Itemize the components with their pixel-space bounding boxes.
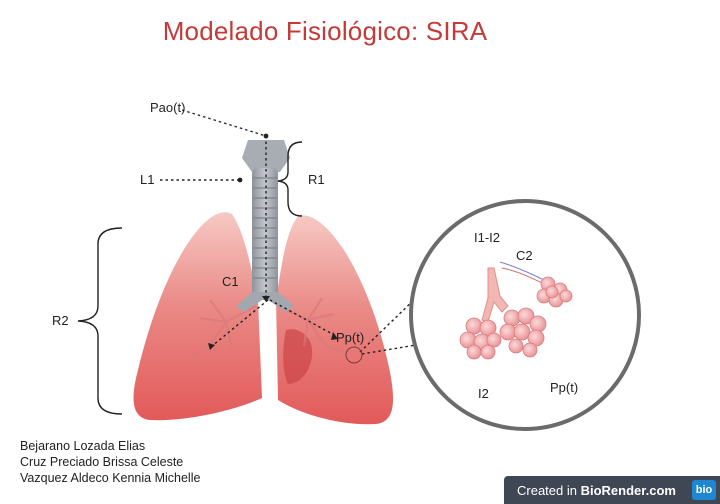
brace-r1	[277, 141, 303, 217]
badge-prefix: Created in	[517, 482, 581, 498]
author-name: Vazquez Aldeco Kennia Michelle	[20, 471, 201, 485]
right-lung	[276, 215, 394, 425]
left-lung	[133, 212, 262, 421]
alveoli-cluster-left	[459, 317, 502, 360]
trachea-rings	[253, 177, 277, 279]
main-bronchi	[236, 292, 294, 312]
label-c1: C1	[222, 274, 239, 289]
label-pp-zoom: Pp(t)	[550, 380, 578, 395]
biorender-badge[interactable]: Created in BioRender.com bio	[504, 476, 720, 504]
pp-sample-circle	[345, 346, 363, 364]
label-pao: Pao(t)	[150, 100, 185, 115]
label-c2: C2	[516, 248, 533, 263]
label-r2: R2	[52, 313, 69, 328]
badge-brand: BioRender.com	[580, 482, 676, 498]
diagram-title: Modelado Fisiológico: SIRA	[162, 16, 488, 46]
trachea	[252, 168, 278, 296]
label-i1-i2: I1-I2	[474, 230, 500, 245]
bronchial-tree	[189, 297, 347, 358]
bronchiole	[481, 267, 509, 323]
label-i2: I2	[478, 386, 489, 401]
larynx	[242, 140, 290, 172]
author-name: Cruz Preciado Brissa Celeste	[20, 455, 184, 469]
author-list: Bejarano Lozada Elias Cruz Preciado Bris…	[20, 438, 200, 486]
label-l1: L1	[140, 172, 154, 187]
label-pp-main: Pp(t)	[336, 330, 364, 345]
brace-r2	[77, 227, 123, 415]
label-r1: R1	[308, 172, 325, 187]
author-name: Bejarano Lozada Elias	[20, 439, 146, 453]
biorender-logo-icon: bio	[692, 480, 716, 500]
alveoli-cluster-right	[499, 307, 547, 358]
alveoli-cluster-small	[536, 276, 573, 308]
